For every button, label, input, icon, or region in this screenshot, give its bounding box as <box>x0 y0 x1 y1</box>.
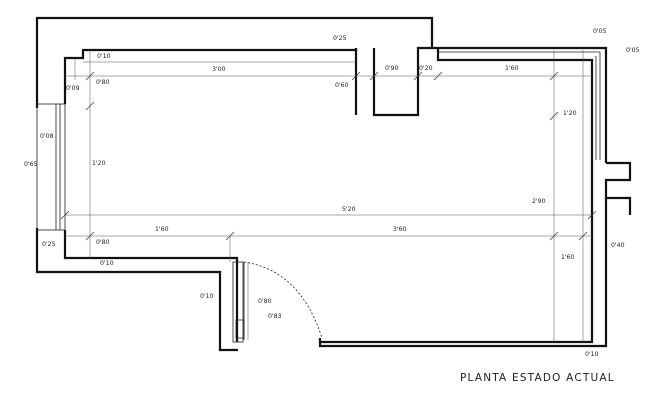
dim-025-bottom: 0'25 <box>42 241 56 248</box>
dim-160-bottom: 1'60 <box>155 226 169 233</box>
dim-008: 0'08 <box>40 133 54 140</box>
inner-walls <box>63 46 594 344</box>
dim-120-right: 1'20 <box>563 110 577 117</box>
dim-010-door: 0'10 <box>200 293 214 300</box>
dim-290: 2'90 <box>532 198 546 205</box>
dim-080-left: 0'80 <box>96 79 110 86</box>
dim-010-mid: 0'10 <box>100 260 114 267</box>
dim-025-top: 0'25 <box>333 35 347 42</box>
dim-080-bottom: 0'80 <box>96 239 110 246</box>
right-window <box>438 51 601 160</box>
dim-090-top: 0'90 <box>385 65 399 72</box>
outer-walls <box>35 16 632 352</box>
dim-010-bottom: 0'10 <box>585 351 599 358</box>
dim-300: 3'00 <box>212 66 226 73</box>
dim-080-door: 0'80 <box>258 298 272 305</box>
dimension-labels: 0'25 0'05 0'05 0'10 3'00 0'90 0'20 1'60 … <box>24 28 640 358</box>
dimension-lines <box>65 50 592 342</box>
dim-083: 0'83 <box>268 313 282 320</box>
dim-020: 0'20 <box>419 65 433 72</box>
dim-160-top: 1'60 <box>505 65 519 72</box>
dim-060-center: 0'60 <box>335 82 349 89</box>
dim-520: 5'20 <box>342 206 356 213</box>
dim-160-right: 1'60 <box>561 254 575 261</box>
dim-009: 0'09 <box>66 85 80 92</box>
dim-005-b: 0'05 <box>626 47 640 54</box>
dim-120-left: 1'20 <box>92 160 106 167</box>
dim-005-a: 0'05 <box>593 28 607 35</box>
dim-065: 0'65 <box>24 161 38 168</box>
door-swing <box>243 261 323 340</box>
dim-360: 3'60 <box>393 226 407 233</box>
plan-title: PLANTA ESTADO ACTUAL <box>460 372 615 384</box>
dimension-ticks <box>60 71 597 241</box>
dim-010-top: 0'10 <box>97 53 111 60</box>
dim-040: 0'40 <box>611 242 625 249</box>
